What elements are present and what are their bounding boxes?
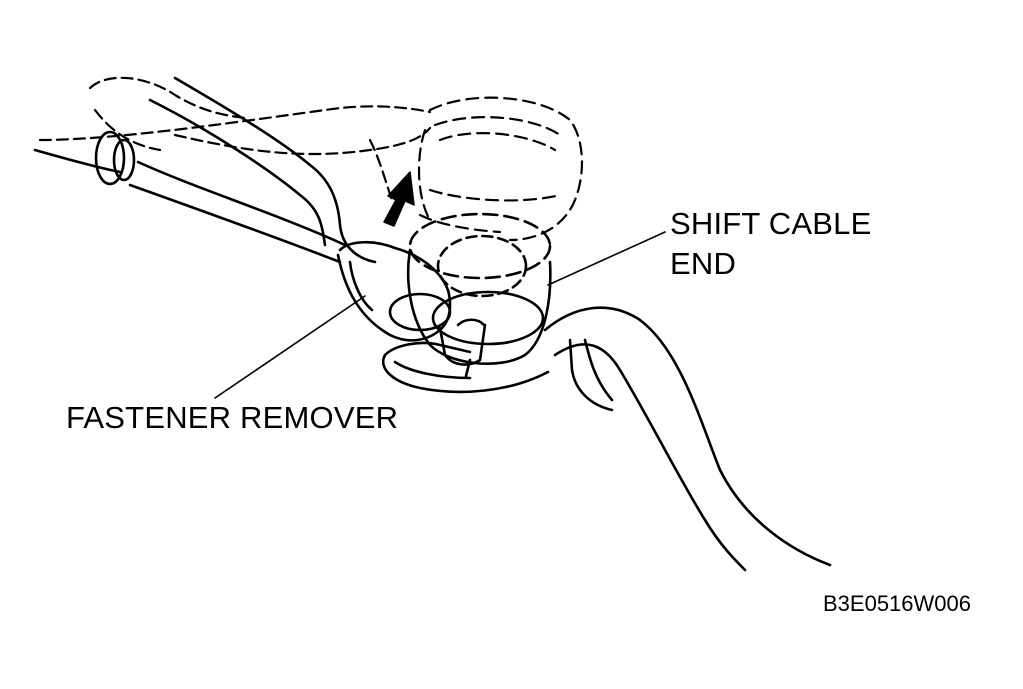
mounting-bracket: [383, 343, 548, 392]
leader-line-fastener-remover: [215, 296, 365, 398]
up-arrow-icon: [384, 172, 414, 226]
leader-lines: [215, 232, 665, 398]
fastener-remover-tool: [150, 78, 450, 340]
figure-code: B3E0516W006: [823, 591, 971, 616]
shift-lever-arm: [545, 308, 830, 570]
leader-line-shift-cable-end: [548, 232, 665, 285]
shift-cable-end-label-line2: END: [670, 246, 737, 281]
shift-cable: [35, 132, 345, 262]
cable-sheath-ghost: [40, 78, 430, 200]
shift-cable-end-part: [408, 214, 550, 376]
shift-cable-end-label-line1: SHIFT CABLE: [670, 206, 872, 241]
cable-end-ghost-outline: [419, 98, 582, 240]
fastener-remover-label: FASTENER REMOVER: [66, 400, 399, 435]
